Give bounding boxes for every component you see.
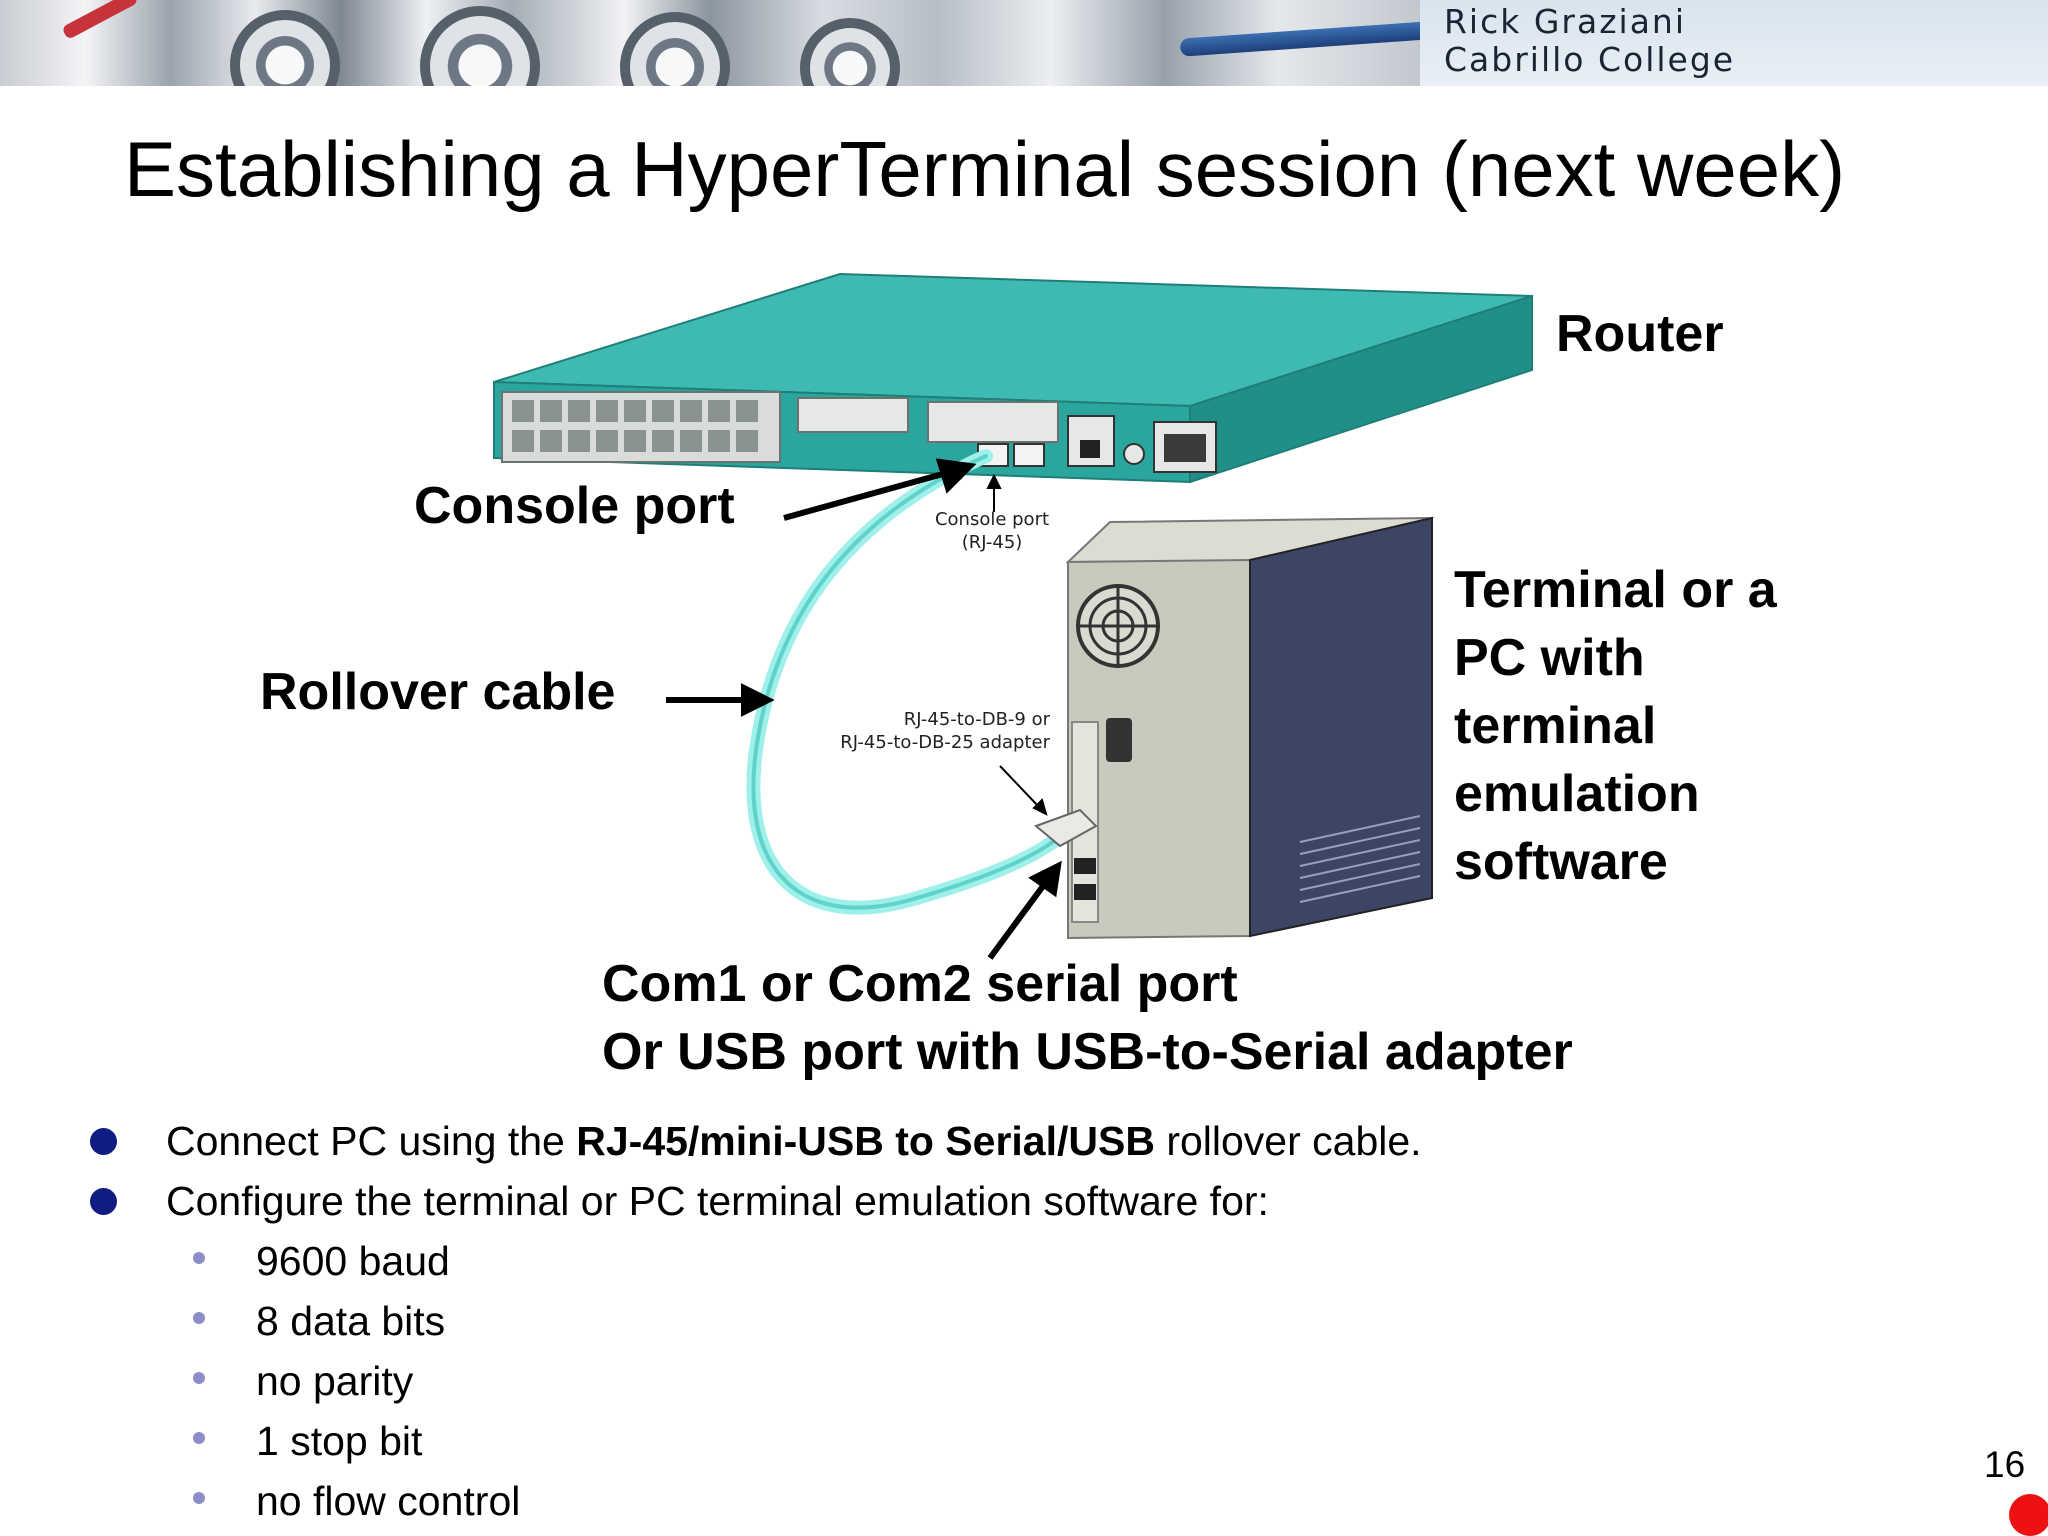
sub-bullet-dot-icon [193,1432,205,1444]
bullet-item: Configure the terminal or PC terminal em… [90,1178,1269,1225]
sub-bullet-dot-icon [193,1372,205,1384]
console-port-small-label: Console port (RJ-45) [924,508,1060,554]
bullet-item: Connect PC using the RJ-45/mini-USB to S… [90,1118,1422,1165]
console-port-label: Console port [414,477,735,535]
bullet-dot-icon [90,1188,117,1215]
bullet-bold-text: RJ-45/mini-USB to Serial/USB [576,1118,1155,1164]
rollover-cable-label: Rollover cable [260,663,616,721]
sub-bullet-dot-icon [193,1312,205,1324]
sub-bullet-item: 8 data bits [193,1298,446,1345]
router-illustration [493,272,1533,484]
connection-diagram: Console port (RJ-45) RJ-45-to-DB-9 or RJ… [0,230,2048,1090]
sub-bullet-text: no parity [256,1358,414,1404]
bullet-text: Configure the terminal or PC terminal em… [166,1178,1269,1224]
sub-bullet-text: no flow control [256,1478,521,1524]
terminal-label: Terminal or a PC with terminal emulation… [1454,561,1777,891]
banner-disc-graphic [230,10,340,86]
console-port-small-line2: (RJ-45) [961,532,1023,553]
usb-port-label: Or USB port with USB-to-Serial adapter [602,1023,1573,1081]
banner-disc-graphic [800,18,900,86]
sub-bullet-item: 9600 baud [193,1238,450,1285]
sub-bullet-item: no parity [193,1358,414,1405]
header-banner: Rick Graziani Cabrillo College [0,0,2048,86]
sub-bullet-item: 1 stop bit [193,1418,423,1465]
page-number: 16 [1984,1444,2026,1485]
corner-dot-icon [2009,1494,2048,1536]
banner-text-panel [1420,0,2048,86]
sub-bullet-dot-icon [193,1492,205,1504]
bullet-dot-icon [90,1128,117,1155]
banner-disc-graphic [420,6,540,86]
slide-title: Establishing a HyperTerminal session (ne… [124,125,1846,213]
sub-bullet-item: no flow control [193,1478,521,1525]
banner-disc-graphic [620,12,730,86]
banner-cable-graphic [1179,21,1431,57]
com-port-label: Com1 or Com2 serial port [602,955,1238,1013]
diagram-illustration [493,272,1533,960]
institution-name: Cabrillo College [1444,40,1736,79]
author-name: Rick Graziani [1444,2,1686,41]
callout-arrows [666,458,1062,960]
sub-bullet-dot-icon [193,1252,205,1264]
adapter-small-line2: RJ-45-to-DB-25 adapter [840,732,1050,753]
banner-pen-graphic [61,0,139,40]
adapter-small-label: RJ-45-to-DB-9 or RJ-45-to-DB-25 adapter [800,708,1050,754]
bullet-text: Connect PC using the [166,1118,577,1164]
sub-bullet-text: 8 data bits [256,1298,446,1344]
sub-bullet-text: 1 stop bit [256,1418,423,1464]
banner-photo [0,0,1431,86]
console-port-small-line1: Console port [934,509,1050,530]
adapter-small-line1: RJ-45-to-DB-9 or [903,709,1050,730]
pc-tower-illustration [1034,516,1435,940]
router-label: Router [1556,305,1724,363]
sub-bullet-text: 9600 baud [256,1238,450,1284]
bullet-text: rollover cable. [1154,1118,1422,1164]
